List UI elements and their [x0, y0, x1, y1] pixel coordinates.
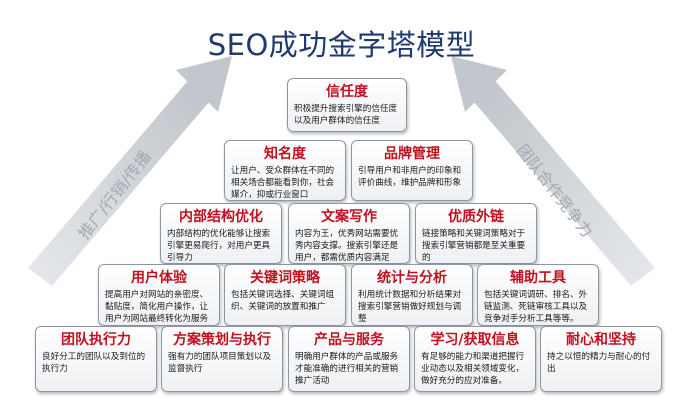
box-title: 信任度	[326, 84, 368, 100]
pyramid-box-tools: 辅助工具 包括关键词调研、排名、外链监测、死链审核工具以及竞争对手分析工具等等。	[477, 264, 599, 326]
box-title: 方案策划与执行	[173, 332, 271, 348]
box-body: 有足够的能力和渠道把握行业动态以及相关领域变化，做好充分的应对准备。	[421, 352, 525, 386]
pyramid-box-awareness: 知名度 让用户、受众群体在不同的相关场合都能看到你，社会媒介，抑或行业窗口	[224, 140, 346, 201]
pyramid-box-copywriting: 文案写作 内容为王，优秀网站需要优秀内容支撑。搜索引擎还是用户，都需优质内容满足	[288, 203, 410, 264]
box-body: 链接策略和关键词策略对于搜索引擎营销都是至关重要的	[422, 229, 526, 263]
box-body: 强有力的团队项目策划以及监督执行	[168, 352, 272, 374]
pyramid-box-user-experience: 用户体验 提高用户对网站的亲密度、黏贴度，简化用户操作，让用户为网站最终转化为服…	[98, 264, 220, 326]
pyramid-box-learning: 学习/获取信息 有足够的能力和渠道把握行业动态以及相关领域变化，做好充分的应对准…	[414, 326, 536, 392]
box-title: 学习/获取信息	[430, 332, 520, 348]
left-arrow-icon	[28, 56, 232, 286]
box-body: 提高用户对网站的亲密度、黏贴度，简化用户操作，让用户为网站最终转化为服务	[105, 290, 209, 324]
box-body: 内容为王，优秀网站需要优秀内容支撑。搜索引擎还是用户，都需优质内容满足	[295, 229, 399, 263]
box-title: 内部结构优化	[179, 209, 263, 225]
box-title: 用户体验	[131, 270, 187, 286]
box-title: 耐心和坚持	[566, 332, 636, 348]
pyramid-box-product-service: 产品与服务 明确用户群体的产品或服务才能准确的进行相关的营销推广活动	[288, 326, 410, 392]
box-title: 文案写作	[321, 209, 377, 225]
box-body: 包括关键词选择、关键词组织、关键词的放置和推广	[231, 290, 335, 312]
box-title: 关键词策略	[250, 270, 320, 286]
box-title: 知名度	[264, 146, 306, 162]
box-title: 辅助工具	[510, 270, 566, 286]
box-body: 良好分工的团队以及到位的执行力	[42, 352, 146, 374]
box-title: 品牌管理	[384, 146, 440, 162]
pyramid-box-internal-structure: 内部结构优化 内部结构的优化能够让搜索引擎更易爬行，对用户更具引导力	[160, 203, 282, 264]
box-body: 积极提升搜索引擎的信任度以及用户群体的信任度	[294, 104, 398, 126]
pyramid-box-team-execution: 团队执行力 良好分工的团队以及到位的执行力	[35, 326, 157, 392]
box-body: 包括关键词调研、排名、外链监测、死链审核工具以及竞争对手分析工具等等。	[484, 290, 588, 324]
box-body: 利用统计数据和分析结果对搜索引擎营销做好规划与调整	[358, 290, 462, 324]
pyramid-box-analytics: 统计与分析 利用统计数据和分析结果对搜索引擎营销做好规划与调整	[351, 264, 473, 326]
box-title: 产品与服务	[314, 332, 384, 348]
box-body: 让用户、受众群体在不同的相关场合都能看到你，社会媒介，抑或行业窗口	[231, 166, 335, 200]
box-body: 引导用户和非用户的印象和评价曲线，维护品牌和形象	[358, 166, 462, 188]
pyramid-box-backlinks: 优质外链 链接策略和关键词策略对于搜索引擎营销都是至关重要的	[415, 203, 537, 264]
box-title: 优质外链	[448, 209, 504, 225]
box-title: 团队执行力	[61, 332, 131, 348]
right-arrow-icon	[451, 56, 655, 286]
pyramid-box-brand-management: 品牌管理 引导用户和非用户的印象和评价曲线，维护品牌和形象	[351, 140, 473, 201]
pyramid-box-patience: 耐心和坚持 持之以恒的精力与耐心的付出	[540, 326, 662, 392]
pyramid-box-keyword-strategy: 关键词策略 包括关键词选择、关键词组织、关键词的放置和推广	[224, 264, 346, 326]
box-body: 持之以恒的精力与耐心的付出	[547, 352, 651, 374]
pyramid-box-planning: 方案策划与执行 强有力的团队项目策划以及监督执行	[161, 326, 283, 392]
diagram-title: SEO成功金字塔模型	[207, 28, 476, 62]
box-body: 内部结构的优化能够让搜索引擎更易爬行，对用户更具引导力	[167, 229, 271, 263]
box-title: 统计与分析	[377, 270, 447, 286]
box-body: 明确用户群体的产品或服务才能准确的进行相关的营销推广活动	[295, 352, 399, 386]
pyramid-box-trust: 信任度 积极提升搜索引擎的信任度以及用户群体的信任度	[287, 78, 407, 132]
